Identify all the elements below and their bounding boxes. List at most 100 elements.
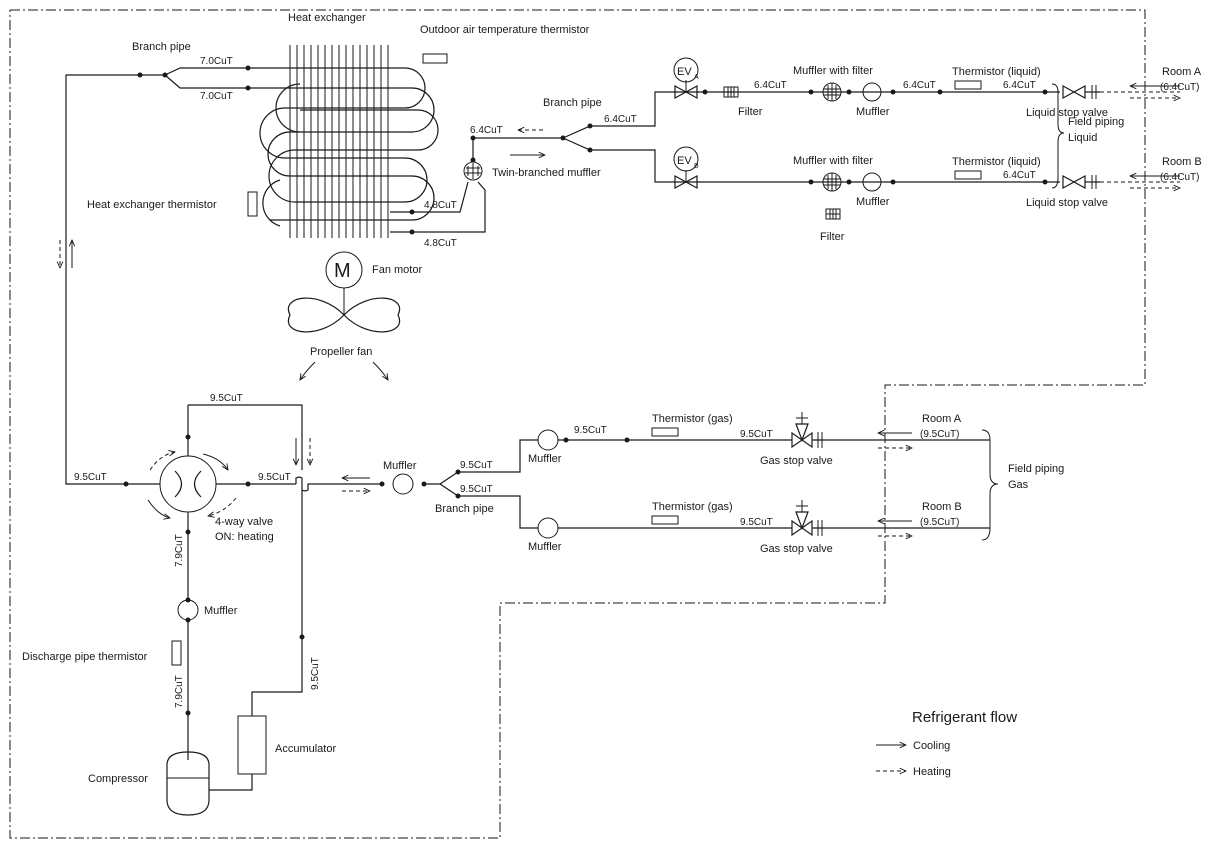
svg-text:Muffler: Muffler xyxy=(383,460,417,472)
svg-text:Muffler: Muffler xyxy=(856,196,890,208)
compressor xyxy=(166,751,210,816)
svg-text:Refrigerant flow: Refrigerant flow xyxy=(912,709,1017,726)
svg-text:Muffler: Muffler xyxy=(528,541,562,553)
svg-text:6.4CuT: 6.4CuT xyxy=(1003,170,1036,181)
svg-text:4-way valve: 4-way valve xyxy=(215,516,273,528)
svg-text:9.5CuT: 9.5CuT xyxy=(210,393,243,404)
four-way-valve-icon xyxy=(174,470,202,498)
svg-text:Muffler: Muffler xyxy=(528,453,562,465)
gas-line-b: Muffler Thermistor (gas) 9.5CuT Gas stop… xyxy=(528,500,990,555)
motor-valve-b xyxy=(674,174,698,190)
svg-text:6.4CuT: 6.4CuT xyxy=(903,80,936,91)
unit-boundary xyxy=(9,9,1146,839)
svg-text:EV: EV xyxy=(677,155,692,167)
svg-text:Room B: Room B xyxy=(922,501,962,513)
propeller-fan-icon xyxy=(287,297,401,333)
svg-text:Muffler: Muffler xyxy=(204,605,238,617)
svg-text:Fan motor: Fan motor xyxy=(372,264,422,276)
svg-text:Room B: Room B xyxy=(1162,156,1202,168)
svg-text:Liquid stop valve: Liquid stop valve xyxy=(1026,197,1108,209)
svg-text:Thermistor (liquid): Thermistor (liquid) xyxy=(952,156,1041,168)
svg-text:Branch pipe: Branch pipe xyxy=(435,503,494,515)
svg-text:Room A: Room A xyxy=(1162,66,1202,78)
svg-text:Room A: Room A xyxy=(922,413,962,425)
svg-text:Field piping: Field piping xyxy=(1068,116,1124,128)
svg-text:EV: EV xyxy=(677,66,692,78)
heat-exchanger xyxy=(248,45,439,238)
discharge-muffler xyxy=(177,599,199,621)
svg-text:9.5CuT: 9.5CuT xyxy=(258,472,291,483)
thermistor-gas-b xyxy=(651,515,679,525)
svg-text:9.5CuT: 9.5CuT xyxy=(460,460,493,471)
motor-valve-a xyxy=(674,84,698,100)
outdoor-thermistor-label: Outdoor air temperature thermistor xyxy=(420,24,590,36)
pipe-size-hx-lower-1: 4.8CuT xyxy=(424,200,457,211)
outdoor-air-thermistor xyxy=(422,53,448,64)
svg-text:Heating: Heating xyxy=(913,766,951,778)
thermistor-liquid-b xyxy=(954,170,982,180)
svg-text:(6.4CuT): (6.4CuT) xyxy=(1160,82,1199,93)
svg-text:(9.5CuT): (9.5CuT) xyxy=(920,517,959,528)
svg-text:Muffler: Muffler xyxy=(856,106,890,118)
svg-text:M: M xyxy=(334,260,351,282)
fan-motor xyxy=(325,251,363,289)
svg-text:7.9CuT: 7.9CuT xyxy=(174,534,185,567)
pipe-size-hx-upper-1: 7.0CuT xyxy=(200,56,233,67)
gas-line-a: Muffler 9.5CuT Thermistor (gas) 9.5CuT G… xyxy=(528,412,990,467)
svg-text:Compressor: Compressor xyxy=(88,773,148,785)
svg-text:9.5CuT: 9.5CuT xyxy=(740,429,773,440)
liquid-line-b: EV B Muffler with filter Muffler Filter … xyxy=(673,146,1202,243)
muffler-a xyxy=(862,82,882,102)
svg-text:7.9CuT: 7.9CuT xyxy=(174,675,185,708)
pipe-size-suction-left: 9.5CuT xyxy=(74,472,107,483)
svg-text:Discharge pipe thermistor: Discharge pipe thermistor xyxy=(22,651,148,663)
muffler-b xyxy=(862,172,882,192)
svg-text:Liquid: Liquid xyxy=(1068,132,1097,144)
twin-muffler-label: Twin-branched muffler xyxy=(492,167,601,179)
gas-muffler-main xyxy=(392,473,414,495)
svg-text:ON: heating: ON: heating xyxy=(215,531,274,543)
pipe-size-hx-upper-2: 7.0CuT xyxy=(200,91,233,102)
pipe-size-liquid-main: 6.4CuT xyxy=(470,125,503,136)
svg-text:Muffler with filter: Muffler with filter xyxy=(793,65,873,77)
hx-thermistor xyxy=(247,191,258,217)
liquid-stop-valve-a xyxy=(1062,84,1086,100)
discharge-thermistor xyxy=(171,640,182,666)
svg-text:Field piping: Field piping xyxy=(1008,463,1064,475)
svg-text:Thermistor (gas): Thermistor (gas) xyxy=(652,501,733,513)
svg-text:B: B xyxy=(694,163,699,170)
svg-text:9.5CuT: 9.5CuT xyxy=(310,657,321,690)
gas-stop-valve-b xyxy=(791,519,813,537)
svg-text:Muffler with filter: Muffler with filter xyxy=(793,155,873,167)
svg-text:Filter: Filter xyxy=(820,231,845,243)
gas-stop-valve-a xyxy=(791,431,813,449)
liquid-stop-valve-b xyxy=(1062,174,1086,190)
pipe-size-hx-lower-2: 4.8CuT xyxy=(424,238,457,249)
svg-text:Thermistor (gas): Thermistor (gas) xyxy=(652,413,733,425)
gas-muffler-b xyxy=(537,517,559,539)
svg-text:Propeller fan: Propeller fan xyxy=(310,346,372,358)
svg-text:6.4CuT: 6.4CuT xyxy=(754,80,787,91)
svg-text:9.5CuT: 9.5CuT xyxy=(460,484,493,495)
liquid-line-a: EV A Filter 6.4CuT Muffler with filter M… xyxy=(673,57,1202,119)
four-way-valve xyxy=(159,455,217,513)
svg-text:Gas: Gas xyxy=(1008,479,1029,491)
svg-text:Accumulator: Accumulator xyxy=(275,743,336,755)
thermistor-gas-a xyxy=(651,427,679,437)
gas-muffler-a xyxy=(537,429,559,451)
svg-text:(9.5CuT): (9.5CuT) xyxy=(920,429,959,440)
pipe-size-liquid-branch-a: 6.4CuT xyxy=(604,114,637,125)
hx-thermistor-label: Heat exchanger thermistor xyxy=(87,199,217,211)
svg-text:(6.4CuT): (6.4CuT) xyxy=(1160,172,1199,183)
heat-exchanger-label: Heat exchanger xyxy=(288,12,366,24)
branch-pipe-liquid-label: Branch pipe xyxy=(543,97,602,109)
thermistor-liquid-a xyxy=(954,80,982,90)
svg-text:9.5CuT: 9.5CuT xyxy=(740,517,773,528)
svg-text:A: A xyxy=(694,74,699,81)
svg-text:6.4CuT: 6.4CuT xyxy=(1003,80,1036,91)
legend: Refrigerant flow Cooling Heating xyxy=(876,709,1017,778)
branch-pipe-top-label: Branch pipe xyxy=(132,41,191,53)
svg-text:Filter: Filter xyxy=(738,106,763,118)
svg-text:Gas stop valve: Gas stop valve xyxy=(760,455,833,467)
svg-text:9.5CuT: 9.5CuT xyxy=(574,425,607,436)
